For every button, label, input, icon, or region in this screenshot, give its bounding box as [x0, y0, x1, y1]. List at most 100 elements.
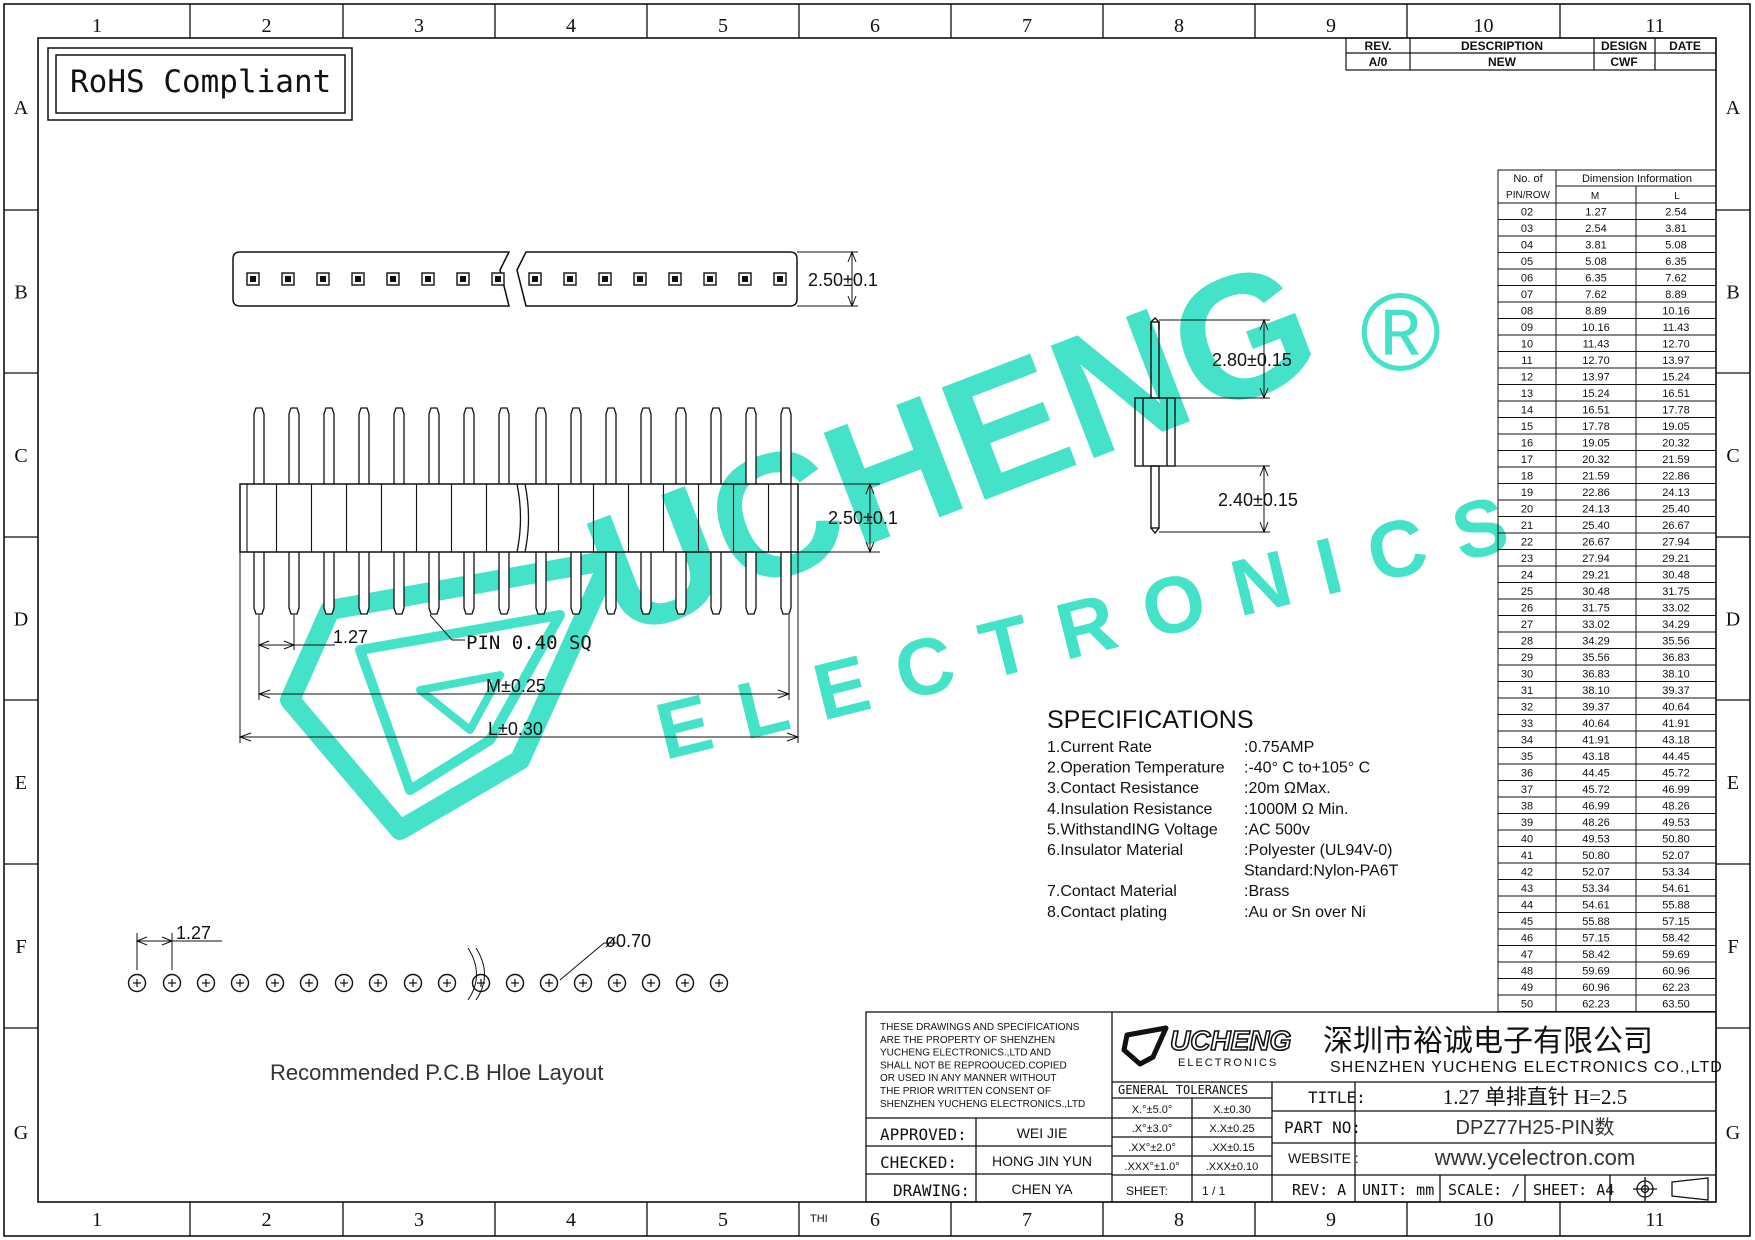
- pitch-dim: 1.27: [333, 627, 368, 647]
- table-cell-m: 24.13: [1582, 504, 1610, 516]
- top-pin-core: [742, 276, 748, 282]
- table-cell-m: 60.96: [1582, 982, 1610, 994]
- tolerance-angle: X.°±5.0°: [1132, 1104, 1173, 1116]
- top-pin-core: [495, 276, 501, 282]
- thi-label: THI: [810, 1213, 828, 1225]
- website-label: WEBSITE :: [1288, 1150, 1359, 1166]
- table-cell-l: 60.96: [1662, 966, 1690, 978]
- front-view-housing: [239, 483, 799, 553]
- approved-value: WEI JIE: [1017, 1125, 1068, 1141]
- table-cell-m: 59.69: [1582, 966, 1610, 978]
- dimension-table: No. of Dimension Information PIN/ROW M L…: [1497, 169, 1717, 1012]
- table-cell-m: 35.56: [1582, 652, 1610, 664]
- table-cell-pins: 09: [1521, 322, 1533, 334]
- table-cell-m: 39.37: [1582, 702, 1610, 714]
- top-pin-core: [250, 276, 256, 282]
- table-cell-m: 41.91: [1582, 735, 1610, 747]
- table-cell-l: 2.54: [1665, 207, 1686, 219]
- pin-lower: [675, 552, 687, 615]
- table-cell-m: 38.10: [1582, 685, 1610, 697]
- table-cell-pins: 50: [1521, 999, 1533, 1011]
- table-cell-m: 5.08: [1585, 256, 1606, 268]
- tolerance-linear: .XX±0.15: [1209, 1142, 1254, 1154]
- table-cell-l: 48.26: [1662, 801, 1690, 813]
- table-cell-l: 15.24: [1662, 372, 1690, 384]
- table-cell-m: 15.24: [1582, 388, 1610, 400]
- spec-label: 5.WithstandING Voltage: [1047, 821, 1218, 838]
- table-cell-pins: 44: [1521, 900, 1533, 912]
- unit-field: UNIT: mm: [1362, 1181, 1434, 1199]
- table-cell-l: 5.08: [1665, 240, 1686, 252]
- table-cell-l: 53.34: [1662, 867, 1690, 879]
- table-cell-pins: 06: [1521, 273, 1533, 285]
- pin-lower: [570, 552, 582, 615]
- logo-text: UCHENG: [1170, 1025, 1291, 1056]
- company-logo: UCHENG ELECTRONICS: [1121, 1024, 1292, 1069]
- row-label-right: F: [1727, 936, 1738, 958]
- pin-upper: [780, 407, 792, 484]
- pin-lower: [428, 552, 440, 615]
- spec-label: 7.Contact Material: [1047, 883, 1177, 900]
- rev-field: REV: A: [1292, 1181, 1346, 1199]
- tolerance-linear: .XXX±0.10: [1206, 1161, 1259, 1173]
- table-cell-m: 54.61: [1582, 900, 1610, 912]
- table-cell-m: 8.89: [1585, 306, 1606, 318]
- notice-line: THESE DRAWINGS AND SPECIFICATIONS: [880, 1022, 1080, 1033]
- table-cell-l: 16.51: [1662, 388, 1690, 400]
- top-pin-core: [672, 276, 678, 282]
- table-cell-l: 10.16: [1662, 306, 1690, 318]
- col-label-bottom: 2: [262, 1209, 272, 1231]
- pin-upper: [535, 407, 547, 484]
- table-cell-l: 52.07: [1662, 850, 1690, 862]
- table-cell-l: 19.05: [1662, 421, 1690, 433]
- table-cell-pins: 49: [1521, 982, 1533, 994]
- table-cell-l: 29.21: [1662, 553, 1690, 565]
- col-label-top: 4: [566, 15, 576, 37]
- table-cell-pins: 16: [1521, 438, 1533, 450]
- table-cell-pins: 10: [1521, 339, 1533, 351]
- table-cell-pins: 08: [1521, 306, 1533, 318]
- table-cell-m: 2.54: [1585, 223, 1606, 235]
- table-cell-pins: 19: [1521, 487, 1533, 499]
- table-cell-pins: 29: [1521, 652, 1533, 664]
- col-label-top: 11: [1645, 15, 1664, 37]
- table-cell-l: 25.40: [1662, 504, 1690, 516]
- table-cell-m: 13.97: [1582, 372, 1610, 384]
- table-cell-l: 45.72: [1662, 768, 1690, 780]
- row-label-right: G: [1726, 1122, 1740, 1144]
- title-label: TITLE:: [1308, 1088, 1366, 1107]
- table-cell-m: 26.67: [1582, 537, 1610, 549]
- table-cell-m: 1.27: [1585, 207, 1606, 219]
- col-label-top: 9: [1326, 15, 1336, 37]
- table-cell-pins: 32: [1521, 702, 1533, 714]
- table-cell-l: 20.32: [1662, 438, 1690, 450]
- table-cell-m: 57.15: [1582, 933, 1610, 945]
- table-cell-m: 45.72: [1582, 784, 1610, 796]
- col-label-top: 8: [1174, 15, 1184, 37]
- pin-upper: [393, 407, 405, 484]
- row-label-left: A: [14, 97, 29, 119]
- drawing-value: CHEN YA: [1012, 1181, 1074, 1197]
- table-cell-pins: 13: [1521, 388, 1533, 400]
- table-cell-l: 54.61: [1662, 883, 1690, 895]
- table-cell-l: 49.53: [1662, 817, 1690, 829]
- pin-lower: [358, 552, 370, 615]
- rev-value: A/0: [1369, 55, 1388, 69]
- notice-line: SHENZHEN YUCHENG ELECTRONICS.,LTD: [880, 1099, 1085, 1110]
- sheet-value: 1 / 1: [1202, 1184, 1226, 1198]
- table-cell-pins: 35: [1521, 751, 1533, 763]
- company-name-en: SHENZHEN YUCHENG ELECTRONICS CO.,LTD: [1330, 1059, 1723, 1076]
- website-value: www.ycelectron.com: [1434, 1145, 1636, 1170]
- table-cell-pins: 11: [1521, 355, 1532, 367]
- spec-label: 1.Current Rate: [1047, 739, 1152, 756]
- col-label-bottom: 11: [1645, 1209, 1664, 1231]
- table-cell-l: 50.80: [1662, 834, 1690, 846]
- pin-upper: [640, 407, 652, 484]
- table-cell-l: 63.50: [1662, 999, 1690, 1011]
- table-cell-m: 7.62: [1585, 289, 1606, 301]
- col-label-bottom: 3: [414, 1209, 424, 1231]
- table-cell-l: 35.56: [1662, 636, 1690, 648]
- logo-subtext: ELECTRONICS: [1178, 1057, 1278, 1069]
- table-cell-pins: 28: [1521, 636, 1533, 648]
